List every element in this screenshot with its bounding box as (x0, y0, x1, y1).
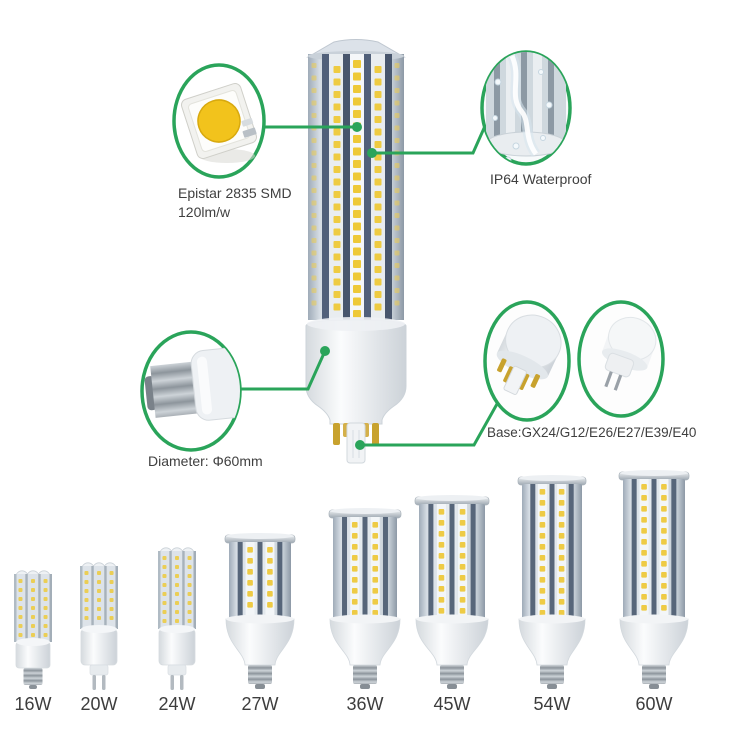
diameter-connector-line (240, 350, 327, 391)
wattage-label: 54W (533, 694, 571, 714)
base-connector-line (360, 403, 499, 447)
callout-smd (172, 63, 266, 179)
main-bulb-pin (333, 423, 340, 445)
callout-bases (483, 300, 665, 422)
product-bulb (517, 475, 587, 689)
main-bulb-pin (372, 423, 379, 445)
wattage-label: 24W (158, 694, 196, 714)
e27-screw-base-icon (144, 347, 240, 421)
callout-waterproof (480, 50, 572, 166)
base-types-label: Base:GX24/G12/E26/E27/E39/E40 (487, 425, 697, 440)
product-bulb (618, 470, 690, 689)
g12-base-icon (601, 316, 657, 391)
product-bulb (328, 508, 402, 689)
led-chip-icon (180, 82, 258, 160)
main-bulb-base (305, 319, 407, 425)
product-bulb (414, 495, 490, 689)
smd-label: Epistar 2835 SMD 120lm/w (178, 184, 292, 222)
product-bulb (80, 562, 118, 690)
wattage-label: 16W (14, 694, 52, 714)
base-anchor-dot (355, 440, 365, 450)
smd-anchor-dot (352, 122, 362, 132)
gx24-base-icon (496, 314, 562, 395)
main-bulb (305, 39, 407, 464)
callout-diameter (140, 330, 242, 452)
product-bulb (14, 570, 52, 689)
wattage-label: 36W (346, 694, 384, 714)
callout-connectors (240, 125, 499, 447)
waterproof-connector-line (372, 125, 487, 155)
product-row (14, 470, 690, 690)
diameter-label: Diameter: Φ60mm (148, 453, 263, 469)
product-bulb (158, 547, 196, 690)
product-bulb (224, 533, 296, 689)
wattage-label: 45W (433, 694, 471, 714)
waterproof-label: IP64 Waterproof (490, 171, 592, 187)
wattage-label: 27W (241, 694, 279, 714)
callout-anchor-dots (320, 122, 377, 450)
diameter-anchor-dot (320, 346, 330, 356)
smd-label-line1: Epistar 2835 SMD (178, 185, 292, 201)
waterproof-anchor-dot (367, 148, 377, 158)
wattage-label: 60W (635, 694, 673, 714)
smd-label-line2: 120lm/w (178, 204, 231, 220)
water-splash-bulb-icon (485, 52, 567, 164)
wattage-label: 20W (80, 694, 118, 714)
